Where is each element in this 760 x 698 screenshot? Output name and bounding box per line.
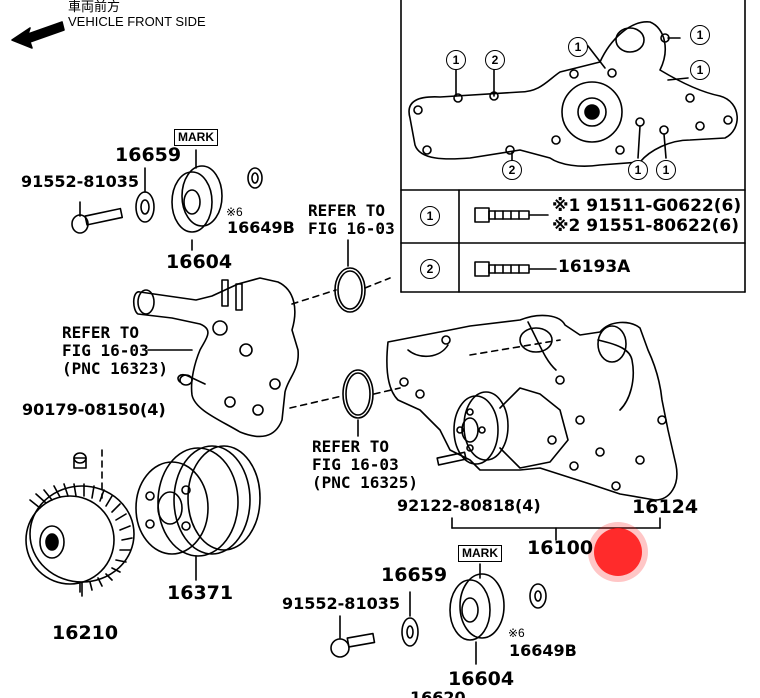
inset-box xyxy=(400,0,746,293)
part-16604-top: 16604 xyxy=(166,251,233,273)
ref-top-line2: FIG 16-03 xyxy=(308,219,395,238)
part-16649b-top: 16649B xyxy=(227,218,295,237)
legend-bolt-icons xyxy=(474,207,557,277)
bolt-91552-top-drawing xyxy=(71,201,124,234)
inset-callout: 1 xyxy=(568,37,588,57)
washer-16649b-top-drawing xyxy=(247,167,263,189)
assembly-bracket xyxy=(451,517,661,541)
inset-callout: 1 xyxy=(690,60,710,80)
part-16604-bottom: 16604 xyxy=(448,668,515,690)
vehicle-front-side-label: VEHICLE FRONT SIDE xyxy=(68,14,206,29)
part-16659-top: 16659 xyxy=(115,144,182,166)
legend-row2-part: 16193A xyxy=(558,257,631,277)
inset-callout: 1 xyxy=(628,160,648,180)
note-6-bottom: ※6 xyxy=(508,626,525,640)
ref-left-line3: (PNC 16323) xyxy=(62,359,168,378)
ref-top-line1: REFER TO xyxy=(308,201,386,220)
water-pump-drawing xyxy=(386,314,678,501)
inset-callout: 1 xyxy=(446,50,466,70)
highlight-marker xyxy=(588,522,648,582)
refer-fig-mid: REFER TO FIG 16-03 (PNC 16325) xyxy=(312,438,418,492)
part-16659-bottom: 16659 xyxy=(381,564,448,586)
refer-fig-top: REFER TO FIG 16-03 xyxy=(308,202,395,238)
ref-mid-line3: (PNC 16325) xyxy=(312,473,418,492)
part-92122: 92122-80818(4) xyxy=(397,496,541,515)
part-91552-top: 91552-81035 xyxy=(21,172,139,191)
inset-callout: 2 xyxy=(502,160,522,180)
washer-16659-bottom-drawing xyxy=(401,591,419,647)
mark-label-top: MARK xyxy=(174,129,218,146)
ref-left-line2: FIG 16-03 xyxy=(62,341,149,360)
part-90179: 90179-08150(4) xyxy=(22,400,166,419)
pulley-16604-top-drawing xyxy=(171,149,223,251)
mark-label-bottom: MARK xyxy=(458,545,502,562)
washer-16649b-bottom-drawing xyxy=(529,583,547,609)
part-16100: 16100 xyxy=(527,537,594,559)
jp-header-text: 車両前方 xyxy=(68,0,121,14)
inset-callout: 1 xyxy=(690,25,710,45)
legend-key-2: 2 xyxy=(420,259,440,279)
pulley-16604-bottom-drawing xyxy=(449,563,505,665)
refer-fig-left: REFER TO FIG 16-03 (PNC 16323) xyxy=(62,324,168,378)
bolt-91552-bottom-drawing xyxy=(330,615,376,658)
front-arrow-icon xyxy=(11,21,65,49)
legend-row1-line1: ※1 91511-G0622(6) xyxy=(552,196,742,216)
o-ring-lower-drawing xyxy=(342,369,374,437)
legend-row1-line2: ※2 91551-80622(6) xyxy=(552,216,739,236)
o-ring-upper-drawing xyxy=(334,239,366,313)
part-91552-bottom: 91552-81035 xyxy=(282,594,400,613)
part-16124: 16124 xyxy=(632,496,699,518)
note-6-top: ※6 xyxy=(226,205,243,219)
inset-callout: 1 xyxy=(656,160,676,180)
part-16210: 16210 xyxy=(52,622,119,644)
dashed-leaders xyxy=(101,277,561,499)
washer-16659-top-drawing xyxy=(135,167,155,223)
part-partial-cut: 16620 xyxy=(410,688,466,698)
part-16649b-bottom: 16649B xyxy=(509,641,577,660)
ref-mid-line1: REFER TO xyxy=(312,437,390,456)
pulley-16371-drawing xyxy=(135,445,261,581)
legend-key-1: 1 xyxy=(420,206,440,226)
fan-clutch-drawing xyxy=(25,452,135,597)
inlet-housing-drawing xyxy=(132,277,299,438)
ref-mid-line2: FIG 16-03 xyxy=(312,455,399,474)
part-16371: 16371 xyxy=(167,582,234,604)
ref-left-line1: REFER TO xyxy=(62,323,140,342)
inset-callout: 2 xyxy=(485,50,505,70)
